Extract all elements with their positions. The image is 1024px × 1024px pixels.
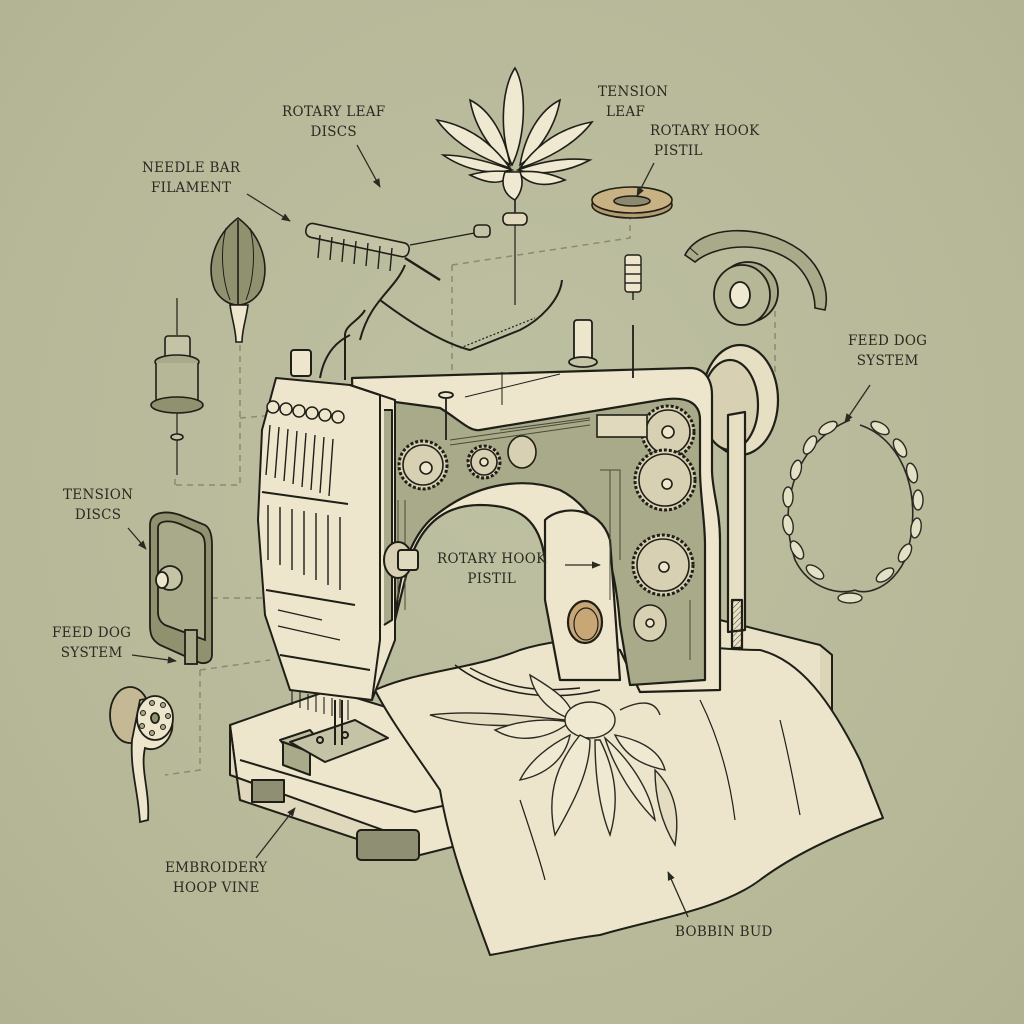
label-line: ROTARY HOOK bbox=[650, 123, 760, 139]
needle-bar-rack bbox=[304, 222, 563, 352]
label-line: NEEDLE BAR bbox=[142, 160, 241, 176]
tension-assembly bbox=[150, 298, 204, 475]
bronze-ring-disc bbox=[591, 186, 673, 219]
closed-flower-bud bbox=[210, 217, 266, 343]
dashed-leaders bbox=[164, 212, 776, 776]
label-line: FEED DOG bbox=[52, 625, 132, 641]
needle-head bbox=[257, 309, 419, 745]
label-line: SYSTEM bbox=[60, 645, 123, 661]
label-tension-leaf: TENSION LEAF bbox=[598, 82, 668, 122]
label-line: BOBBIN BUD bbox=[675, 924, 773, 940]
label-line: DISCS bbox=[74, 507, 122, 523]
label-line: TENSION bbox=[63, 487, 134, 503]
label-line: LEAF bbox=[606, 104, 646, 120]
lotus-flower bbox=[435, 66, 594, 305]
label-rotary-leaf-discs: ROTARY LEAF DISCS bbox=[282, 102, 385, 142]
tape-roll bbox=[713, 261, 779, 326]
label-line: ROTARY HOOK bbox=[437, 551, 547, 567]
label-line: FILAMENT bbox=[150, 180, 232, 196]
machine-arm bbox=[350, 343, 780, 694]
arm-top-fixtures bbox=[438, 319, 634, 440]
bobbin-winder-arc bbox=[683, 229, 827, 311]
thread-spool-small bbox=[624, 254, 642, 300]
fabric bbox=[374, 637, 884, 956]
bobbin-spoon bbox=[109, 686, 174, 824]
callout-arrows bbox=[127, 144, 871, 918]
label-rotary-hook-pistil-center: ROTARY HOOK PISTIL bbox=[437, 549, 547, 589]
tension-plate bbox=[149, 511, 213, 665]
label-line: SYSTEM bbox=[856, 353, 919, 369]
fabric-embroidered-flower bbox=[429, 673, 678, 847]
label-line: PISTIL bbox=[467, 571, 517, 587]
label-line: EMBROIDERY bbox=[165, 860, 268, 876]
label-feed-dog-system-left: FEED DOG SYSTEM bbox=[52, 623, 131, 663]
label-embroidery-hoop-vine: EMBROIDERY HOOP VINE bbox=[165, 858, 268, 898]
label-line: DISCS bbox=[310, 124, 357, 140]
label-needle-bar-filament: NEEDLE BAR FILAMENT bbox=[142, 158, 240, 198]
label-line: TENSION bbox=[598, 84, 669, 100]
label-line: ROTARY LEAF bbox=[282, 104, 386, 120]
label-line: PISTIL bbox=[654, 143, 703, 159]
label-bobbin-bud: BOBBIN BUD bbox=[675, 922, 773, 942]
label-line: HOOP VINE bbox=[172, 880, 260, 896]
label-tension-discs: TENSION DISCS bbox=[63, 485, 133, 525]
laurel-wreath bbox=[782, 419, 924, 604]
internal-gears bbox=[397, 404, 697, 660]
label-line: FEED DOG bbox=[848, 333, 928, 349]
label-feed-dog-system-right: FEED DOG SYSTEM bbox=[848, 331, 927, 371]
label-rotary-hook-pistil-top: ROTARY HOOK PISTIL bbox=[650, 121, 760, 161]
